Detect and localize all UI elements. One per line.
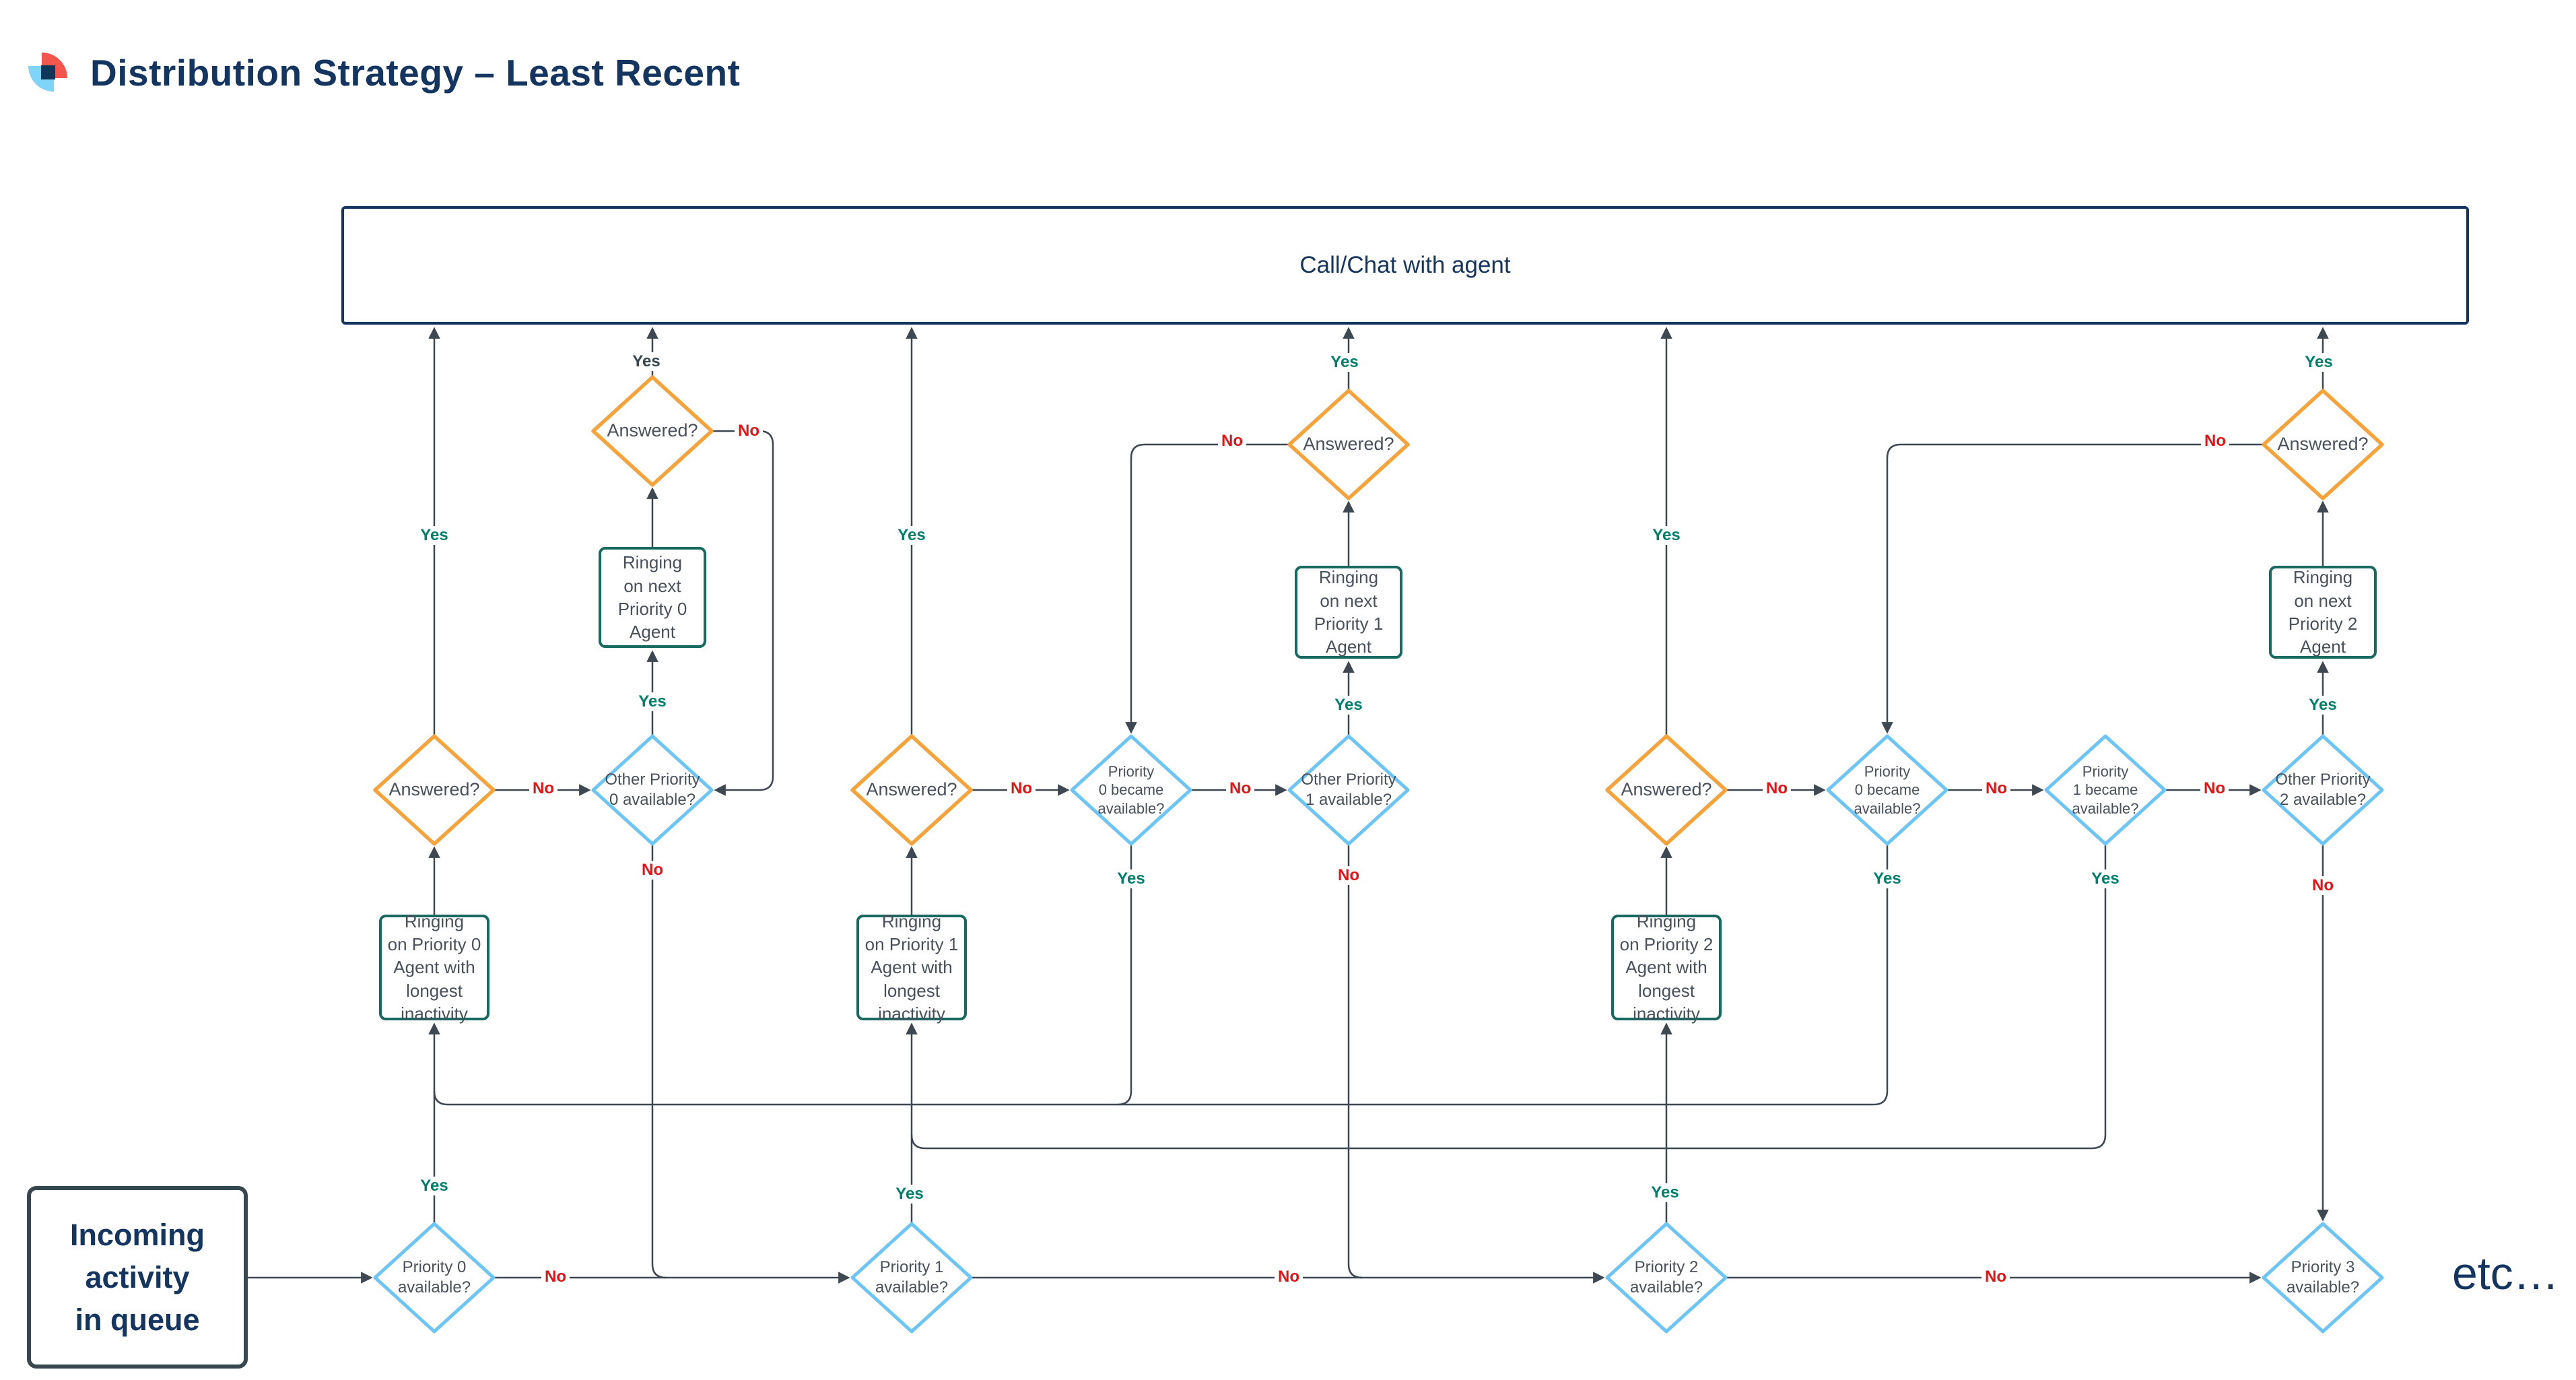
start-incoming-activity: Incoming activity in queue xyxy=(27,1186,248,1369)
edge-label-no: No xyxy=(1226,779,1254,798)
etcetera-label: etc… xyxy=(2452,1248,2559,1299)
incoming-line: activity xyxy=(85,1260,190,1294)
edge-label-no: No xyxy=(529,779,557,798)
edge-label-no: No xyxy=(1981,1268,2010,1286)
process-ringing-next-priority2: Ringing on next Priority 2 Agent xyxy=(2269,566,2377,659)
decision-other-priority0 xyxy=(591,734,714,846)
edge-label-no: No xyxy=(1275,1268,1303,1286)
decision-priority0-became-col3 xyxy=(1826,734,1948,846)
call-chat-label: Call/Chat with agent xyxy=(1299,252,1511,278)
decision-priority2-available xyxy=(1605,1222,1728,1334)
page-title: Distribution Strategy – Least Recent xyxy=(90,52,741,94)
edge-label-no: No xyxy=(1334,866,1363,885)
edge-label-yes: Yes xyxy=(1327,353,1362,372)
edge-otherp0-no-merge xyxy=(651,844,667,1279)
decision-priority3-available xyxy=(2262,1222,2384,1334)
incoming-line: Incoming xyxy=(70,1218,205,1252)
edge-label-yes: Yes xyxy=(1649,526,1684,545)
edge-label-yes: Yes xyxy=(1870,869,1905,888)
edge-label-yes: Yes xyxy=(417,526,452,545)
decision-answered-mid-col1 xyxy=(373,734,496,846)
decision-priority1-available xyxy=(850,1222,973,1334)
edge-label-no: No xyxy=(735,422,763,440)
decision-other-priority2 xyxy=(2262,734,2384,846)
answered-top-col2-label: Answered? xyxy=(1303,434,1394,455)
edge-label-yes: Yes xyxy=(635,692,670,711)
decision-priority1-became-col3 xyxy=(2044,734,2167,846)
edge-answeredtop2-no-to-p0became xyxy=(1125,443,1289,734)
decision-answered-top-col1 xyxy=(591,375,714,487)
decision-priority0-became-col2 xyxy=(1070,734,1192,846)
decision-priority0-available xyxy=(373,1222,496,1334)
edge-label-yes: Yes xyxy=(417,1177,452,1195)
edge-label-yes: Yes xyxy=(629,352,664,371)
answered-top-col1-label: Answered? xyxy=(607,420,698,441)
edge-otherp1-no-merge xyxy=(1347,844,1363,1279)
answered-mid-col2-label: Answered? xyxy=(866,779,957,800)
app-logo-icon xyxy=(28,53,67,92)
edge-label-yes: Yes xyxy=(2088,869,2123,888)
edge-label-yes: Yes xyxy=(892,1185,927,1204)
edge-label-no: No xyxy=(541,1268,570,1286)
edge-label-no: No xyxy=(638,861,667,880)
edge-answeredtop1-no-loop xyxy=(712,430,774,796)
edge-label-no: No xyxy=(2309,876,2337,895)
edge-label-yes: Yes xyxy=(1114,869,1149,888)
decision-answered-top-col2 xyxy=(1287,389,1410,500)
decision-answered-mid-col2 xyxy=(850,734,973,846)
edge-label-no: No xyxy=(1763,779,1791,798)
decision-other-priority1 xyxy=(1287,734,1410,846)
process-ringing-priority1-longest-inactivity: Ringing on Priority 1 Agent with longest… xyxy=(856,911,967,1024)
edge-label-yes: Yes xyxy=(2305,696,2340,715)
incoming-line: in queue xyxy=(75,1303,200,1337)
edge-label-yes: Yes xyxy=(894,526,929,545)
process-ringing-next-priority1: Ringing on next Priority 1 Agent xyxy=(1295,566,1402,659)
edge-answeredtop3-no-to-p0became xyxy=(1881,443,2264,734)
decision-answered-mid-col3 xyxy=(1605,734,1728,846)
answered-mid-col1-label: Answered? xyxy=(388,779,480,800)
edge-label-no: No xyxy=(1007,779,1036,798)
answered-mid-col3-label: Answered? xyxy=(1621,779,1712,800)
edge-label-no: No xyxy=(2201,432,2229,451)
edge-p1became-yes-return xyxy=(910,844,2107,1150)
edge-label-yes: Yes xyxy=(1331,696,1366,715)
process-ringing-priority0-longest-inactivity: Ringing on Priority 0 Agent with longest… xyxy=(379,911,489,1024)
decision-answered-top-col3 xyxy=(2262,389,2384,500)
edge-p0became3-yes-return xyxy=(433,844,1889,1106)
logo-navy-square xyxy=(41,65,55,79)
process-ringing-next-priority0: Ringing on next Priority 0 Agent xyxy=(599,547,706,648)
edge-label-yes: Yes xyxy=(2301,353,2336,372)
process-ringing-priority2-longest-inactivity: Ringing on Priority 2 Agent with longest… xyxy=(1611,911,1722,1024)
edge-label-no: No xyxy=(1982,779,2010,798)
edge-label-yes: Yes xyxy=(1648,1183,1683,1202)
terminal-call-chat-with-agent: Call/Chat with agent xyxy=(341,206,2469,325)
edge-label-no: No xyxy=(2200,779,2229,798)
edge-label-no: No xyxy=(1218,432,1246,451)
answered-top-col3-label: Answered? xyxy=(2277,434,2369,455)
edge-p0became2-yes-return xyxy=(1117,844,1132,1106)
